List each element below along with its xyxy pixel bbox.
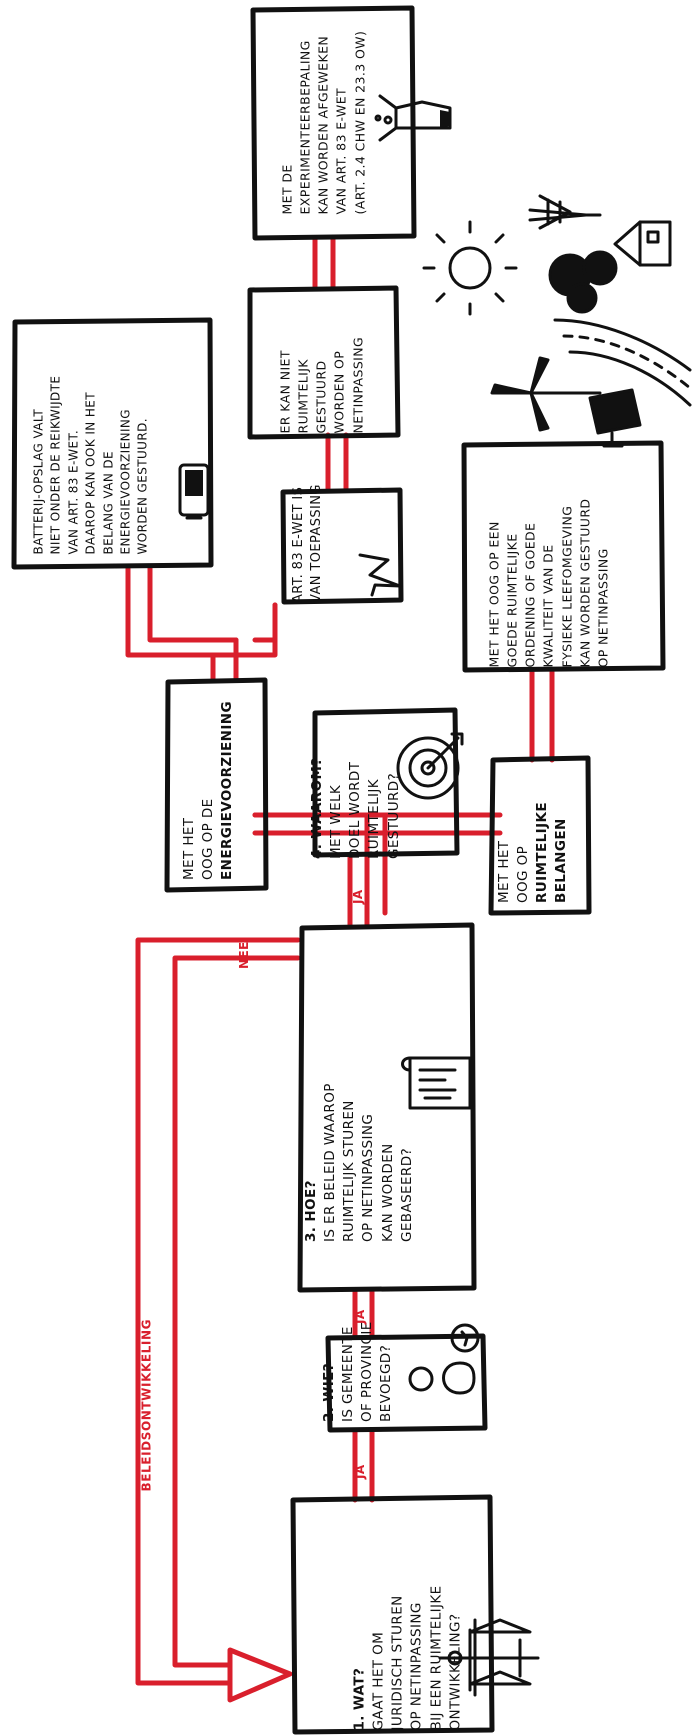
hoe-line-1: IS ER BELEID WAAROP — [322, 1083, 339, 1242]
box-wat — [290, 1494, 495, 1735]
box-experiment — [250, 5, 417, 241]
ruimtelijk-line-2: OOG OP — [515, 845, 532, 903]
lightning-icon — [358, 553, 402, 597]
energie-text: MET HET OOG OP DE ENERGIEVOORZIENING — [180, 690, 246, 880]
box-ordening — [461, 440, 666, 673]
waarom-line-1: MET WELK — [328, 784, 345, 859]
ordening-line-5: FYSIEKE LEEFOMGEVING — [559, 505, 574, 668]
batterij-line-4: DAAROP KAN OOK IN HET — [83, 391, 98, 555]
batterij-line-5: BELANG VAN DE — [101, 450, 116, 555]
hoe-line-5: GEBASEERD? — [398, 1147, 415, 1242]
ordening-line-7: OP NETINPASSING — [595, 548, 611, 668]
label-ja-2: JA — [353, 1309, 367, 1324]
energie-line-2: OOG OP DE — [200, 798, 217, 880]
ordening-line-4: KWALITEIT VAN DE — [540, 544, 556, 668]
road-icon — [553, 318, 692, 407]
experiment-line-5: (ART. 2.4 CHW EN 23.3 OW) — [352, 30, 367, 215]
wat-line-5: ONTWIKKELING? — [447, 1613, 464, 1731]
wind-turbine-icon — [490, 356, 602, 432]
experiment-line-1: MET DE — [279, 164, 295, 215]
ordening-text: MET HET OOG OP EEN GOEDE RUIMTELIJKE ORD… — [486, 453, 636, 668]
target-icon — [396, 732, 464, 800]
sun-icon — [422, 220, 518, 316]
batterij-line-2: NIET ONDER DE REIKWIJDTE — [48, 375, 63, 555]
scales-icon — [438, 1618, 540, 1697]
ordening-line-2: GOEDE RUIMTELIJKE — [504, 533, 520, 668]
ruimtelijk-bold-1: RUIMTELIJKE — [534, 802, 551, 903]
trees-icon — [548, 250, 618, 314]
ruimtelijk-text: MET HET OOG OP RUIMTELIJKE BELANGEN — [495, 773, 579, 903]
box-wie — [325, 1333, 488, 1433]
box-waarom — [312, 707, 460, 858]
experiment-line-4: VAN ART. 83 E-WET — [333, 87, 349, 215]
box-hoe — [297, 922, 477, 1293]
label-ja-3: JA — [351, 889, 365, 904]
experiment-line-2: EXPERIMENTEERBEPALING — [297, 40, 313, 215]
ordening-line-3: ORDENING OF GOEDE — [522, 522, 538, 668]
hoe-text: 3. HOE? IS ER BELEID WAAROP RUIMTELIJK S… — [302, 972, 430, 1242]
hoe-line-4: KAN WORDEN — [379, 1143, 396, 1242]
waarom-heading: 4. WAAROM? — [309, 757, 325, 859]
label-beleidsontwikkeling: BELEIDSONTWIKKELING — [139, 1318, 154, 1492]
wat-heading: 1. WAT? — [351, 1667, 368, 1731]
connectors — [125, 235, 555, 1703]
label-nee: NEE — [237, 941, 251, 969]
pylon-icon — [528, 194, 602, 230]
experiment-line-3: KAN WORDEN AFGEWEKEN — [315, 35, 331, 215]
waarom-line-4: GESTUURD? — [385, 772, 402, 859]
art83-line-1: ART. 83 E-WET IS — [291, 486, 306, 603]
wat-text: 1. WAT? GAAT HET OM JURIDISCH STUREN OP … — [351, 1501, 496, 1731]
box-batterij — [11, 317, 214, 570]
energie-bold: ENERGIEVOORZIENING — [219, 701, 236, 880]
ordening-line-6: KAN WORDEN GESTUURD — [577, 498, 593, 668]
kanniet-line-2: RUIMTELIJK — [295, 359, 311, 434]
ruimtelijk-bold-2: BELANGEN — [553, 818, 570, 903]
kanniet-line-1: ER KAN NIET — [277, 350, 293, 434]
kanniet-line-3: GESTUURD — [313, 360, 329, 434]
hoe-line-2: RUIMTELIJK STUREN — [341, 1100, 358, 1242]
experiment-text: MET DE EXPERIMENTEERBEPALING KAN WORDEN … — [279, 0, 387, 215]
wie-line-3: BEVOEGD? — [378, 1344, 395, 1422]
person-check-icon — [408, 1323, 480, 1395]
flask-icon — [374, 94, 452, 142]
waarom-line-2: DOEL WORDT — [347, 761, 364, 859]
wat-line-1: GAAT HET OM — [370, 1631, 387, 1731]
kanniet-line-4: WORDEN OP — [331, 350, 347, 434]
batterij-line-1: BATTERIJ-OPSLAG VALT — [31, 408, 46, 555]
energie-line-1: MET HET — [181, 817, 197, 880]
waarom-line-3: RUIMTELIJK — [366, 778, 383, 859]
batterij-line-6: ENERGIEVOORZIENING — [118, 409, 133, 555]
wie-heading: 2. WIE? — [321, 1363, 337, 1422]
kanniet-line-5: NETINPASSING — [350, 336, 365, 434]
box-kanniet — [247, 285, 401, 440]
document-scroll-icon — [401, 1056, 472, 1110]
ruimtelijk-line-1: MET HET — [496, 840, 512, 903]
batterij-line-3: VAN ART. 83 E-WET. — [66, 429, 81, 555]
box-art83 — [280, 487, 404, 605]
batterij-line-7: WORDEN GESTUURD. — [135, 418, 150, 555]
ordening-line-1: MET HET OOG OP EEN — [486, 521, 502, 668]
box-ruimtelijk — [488, 755, 592, 916]
label-ja-1: JA — [353, 1464, 367, 1479]
house-icon — [613, 220, 672, 267]
solar-panel-icon — [588, 388, 642, 448]
box-energie — [164, 677, 269, 893]
art83-line-2: VAN TOEPASSING — [309, 484, 325, 603]
wat-line-2: JURIDISCH STUREN — [389, 1595, 406, 1731]
wat-line-3: OP NETINPASSING — [408, 1602, 425, 1731]
landscape — [422, 194, 692, 448]
battery-icon — [178, 463, 210, 520]
wat-line-4: BIJ EEN RUIMTELIJKE — [428, 1585, 445, 1731]
hoe-heading: 3. HOE? — [303, 1180, 319, 1242]
art83-text: ART. 83 E-WET IS VAN TOEPASSING — [290, 443, 336, 603]
waarom-text: 4. WAAROM? MET WELK DOEL WORDT RUIMTELIJ… — [308, 719, 408, 859]
batterij-text: BATTERIJ-OPSLAG VALT NIET ONDER DE REIKW… — [31, 320, 181, 555]
kanniet-text: ER KAN NIET RUIMTELIJK GESTUURD WORDEN O… — [277, 299, 373, 434]
hoe-line-3: OP NETINPASSING — [360, 1113, 377, 1242]
